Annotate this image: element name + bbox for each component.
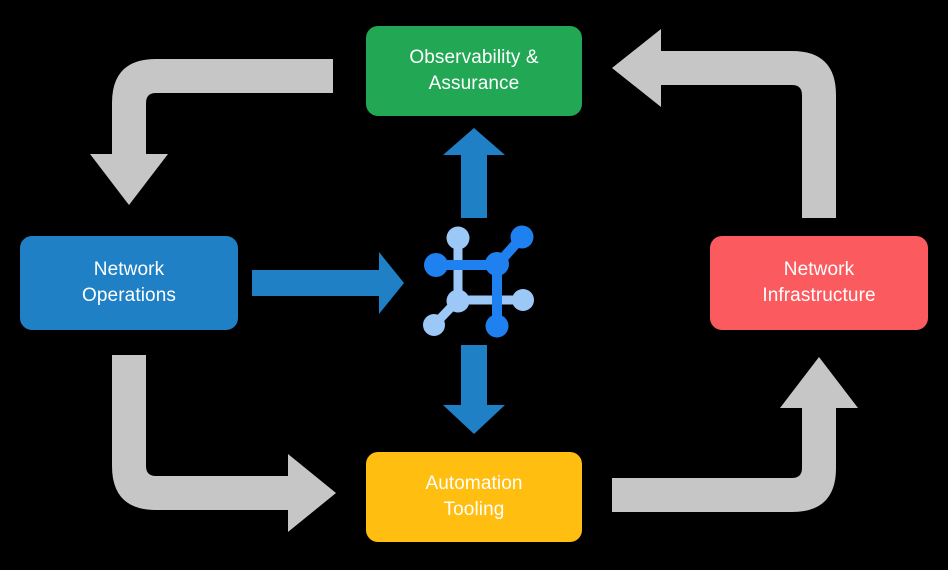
connector-observability-to-operations (90, 59, 333, 205)
node-box-observability[interactable]: Observability & Assurance (366, 26, 582, 116)
connector-operations-to-automation (112, 355, 336, 532)
connector-center-to-observability (443, 128, 505, 218)
node-label-observability: Observability & Assurance (409, 47, 539, 94)
connector-automation-to-infrastructure (612, 357, 858, 512)
connector-operations-to-center (252, 252, 404, 314)
node-label-operations: Network Operations (82, 259, 176, 306)
connector-center-to-automation (443, 345, 505, 434)
node-label-automation: Automation Tooling (425, 473, 523, 520)
connector-infrastructure-to-observability (612, 29, 836, 218)
node-label-infrastructure: Network Infrastructure (762, 259, 876, 306)
node-box-infrastructure[interactable]: Network Infrastructure (710, 236, 928, 330)
node-box-operations[interactable]: Network Operations (20, 236, 238, 330)
node-box-automation[interactable]: Automation Tooling (366, 452, 582, 542)
